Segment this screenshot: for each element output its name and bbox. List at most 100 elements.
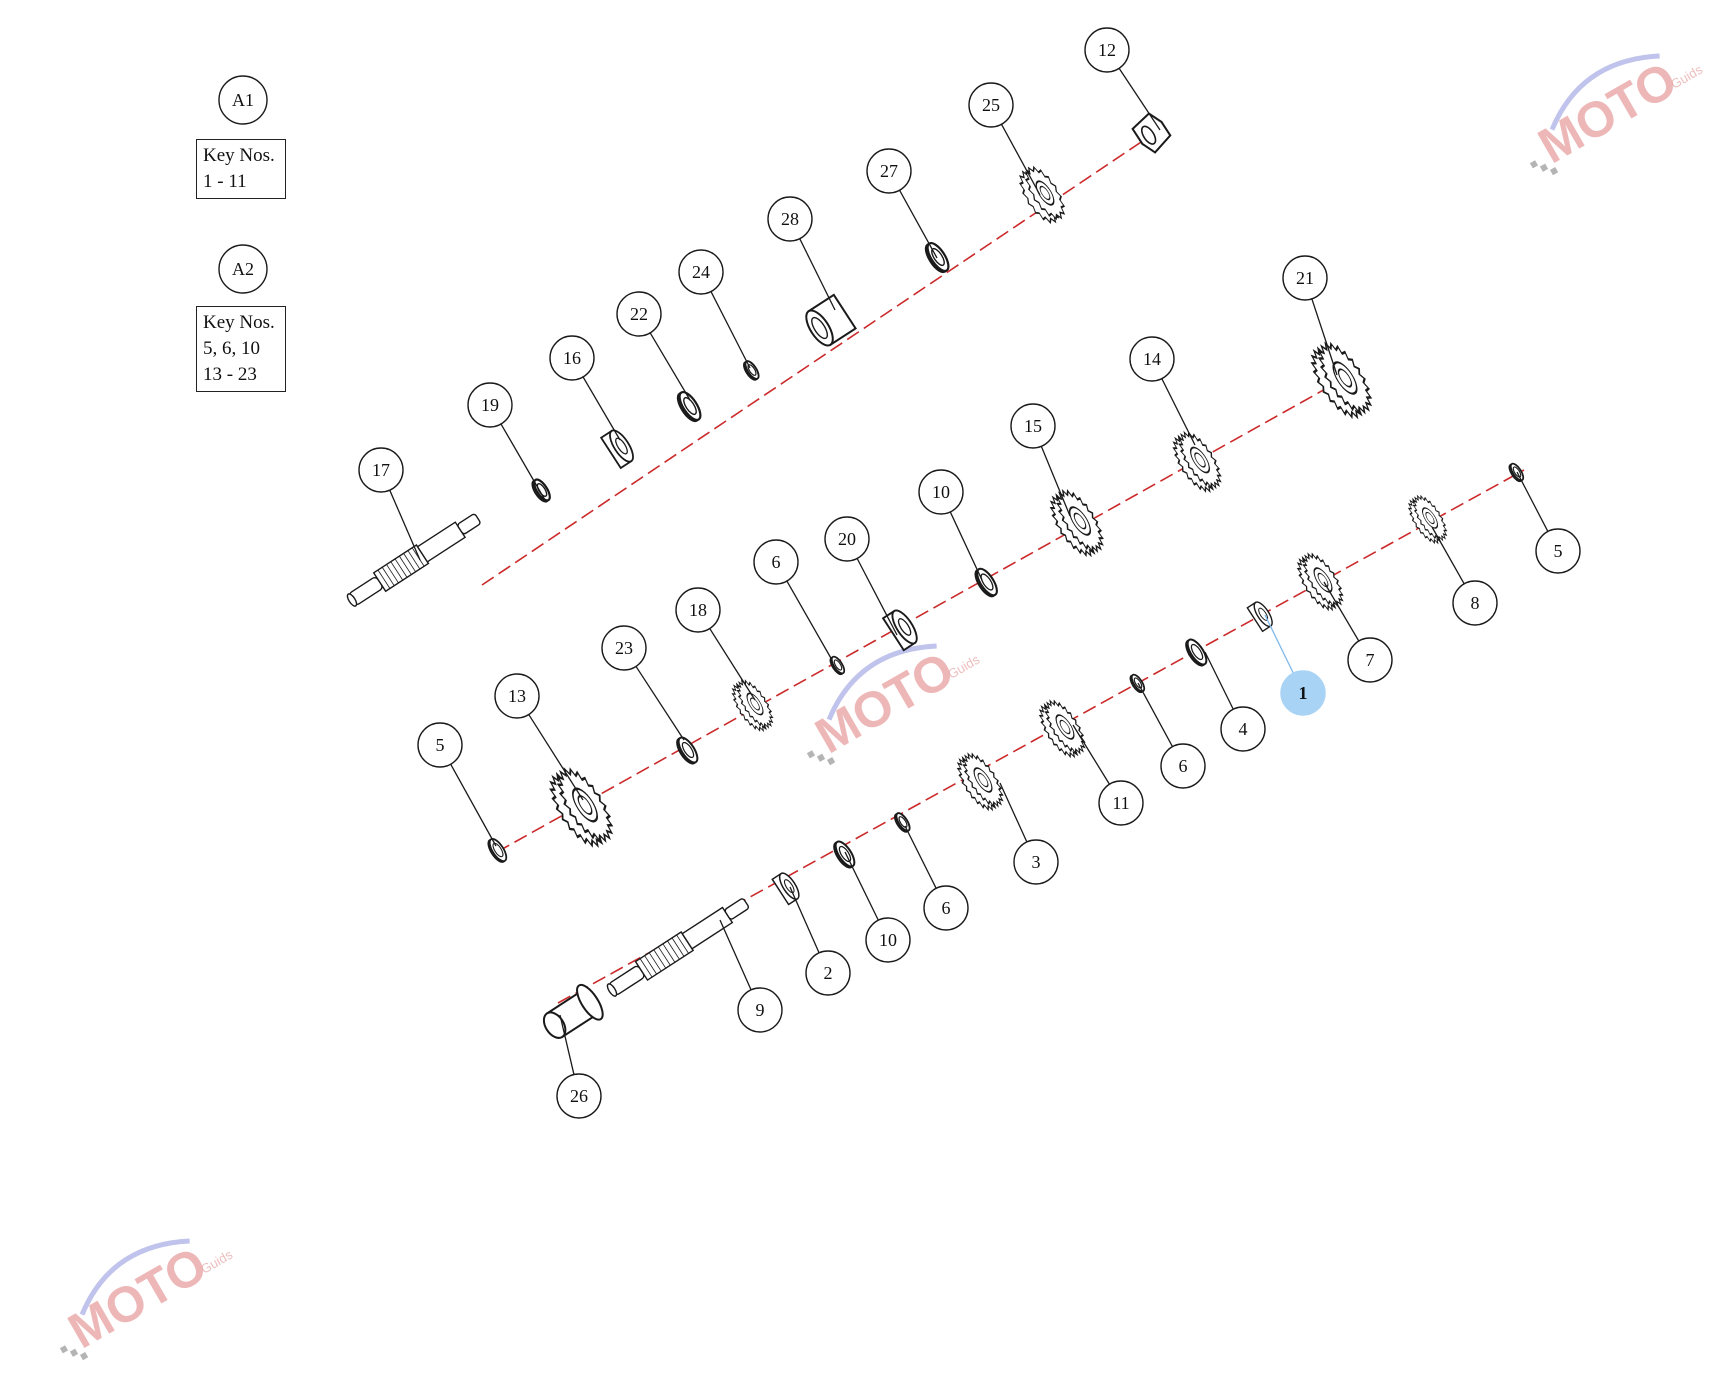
watermark-flag-square [806, 750, 816, 759]
spline-tooth-line [662, 943, 676, 963]
hub-part [881, 609, 918, 652]
callout-10[interactable]: 10 [865, 917, 911, 963]
callout-number: 22 [630, 304, 648, 324]
leader-line [1000, 124, 1041, 196]
callout-17[interactable]: 17 [358, 447, 404, 493]
callout-number: 13 [508, 686, 526, 706]
callout-25[interactable]: 25 [968, 82, 1014, 128]
watermark-flag-square [1539, 163, 1549, 172]
callout-number: 15 [1024, 416, 1042, 436]
watermark-subtext: Guids [1668, 62, 1705, 92]
counter-shaft-9 [606, 898, 750, 997]
callout-circle [805, 950, 851, 996]
callout-number: 3 [1032, 852, 1041, 872]
watermark-swoosh [1549, 53, 1660, 131]
callout-23[interactable]: 23 [601, 625, 647, 671]
key-box-a2: Key Nos. 5, 6, 10 13 - 23 [196, 306, 286, 392]
leader-line [799, 238, 836, 311]
leader-line [450, 763, 497, 847]
callout-circle [824, 516, 870, 562]
gear-part [1049, 488, 1104, 558]
callout-circle [678, 249, 724, 295]
ring-part [743, 360, 760, 381]
callout-21[interactable]: 21 [1282, 255, 1328, 301]
washer-hole [1190, 643, 1204, 661]
callout-5[interactable]: 5 [417, 722, 463, 768]
leader-line [1311, 298, 1338, 376]
callout-24[interactable]: 24 [678, 249, 724, 295]
callout-number: 5 [436, 735, 445, 755]
leader-line [904, 825, 937, 889]
washer-part [974, 567, 998, 598]
gear-spline-hole [977, 772, 989, 788]
gear-part [956, 752, 1004, 812]
callout-16[interactable]: 16 [549, 335, 595, 381]
watermark-subtext: Guids [945, 652, 982, 682]
bushing-part [805, 293, 857, 347]
callout-circle [556, 1073, 602, 1119]
washer-part [833, 840, 856, 869]
hub-bore [897, 618, 912, 636]
callout-19[interactable]: 19 [467, 382, 513, 428]
group-label-a2: A2 [218, 244, 268, 294]
callout-circle [549, 335, 595, 381]
callout-26[interactable]: 26 [556, 1073, 602, 1119]
ring-hole [898, 816, 908, 828]
callout-number: 7 [1366, 650, 1375, 670]
gear-part [1310, 341, 1373, 420]
callout-7[interactable]: 7 [1347, 637, 1393, 683]
hub-bore [615, 437, 628, 455]
key-range: 13 - 23 [203, 364, 257, 385]
key-range: 1 - 11 [203, 171, 247, 192]
spline-tooth-line [644, 955, 657, 975]
callout-number: 19 [481, 395, 499, 415]
washer-part [676, 736, 699, 765]
gear-spline-hole [1194, 452, 1206, 468]
callout-6[interactable]: 6 [923, 885, 969, 931]
callout-18[interactable]: 18 [675, 587, 721, 633]
callout-circle [467, 382, 513, 428]
cup-flange [576, 983, 604, 1021]
main-shaft-17 [346, 513, 481, 607]
callout-28[interactable]: 28 [767, 196, 813, 242]
callout-11[interactable]: 11 [1098, 780, 1144, 826]
callout-9[interactable]: 9 [737, 987, 783, 1033]
group-label-circle [218, 244, 268, 294]
cup-open-face [542, 1011, 567, 1039]
callout-3[interactable]: 3 [1013, 839, 1059, 885]
callout-12[interactable]: 12 [1084, 27, 1130, 73]
callout-20[interactable]: 20 [824, 516, 870, 562]
spline-tooth-line [381, 567, 395, 586]
callout-number: 6 [772, 552, 781, 572]
leader-line [1072, 724, 1111, 785]
callout-circle [923, 885, 969, 931]
callout-1[interactable]: 1 [1280, 670, 1326, 716]
callout-number: 2 [824, 963, 833, 983]
leader-line [559, 1014, 575, 1075]
callout-6[interactable]: 6 [753, 539, 799, 585]
callout-27[interactable]: 27 [866, 148, 912, 194]
callout-number: 26 [570, 1086, 588, 1106]
callout-4[interactable]: 4 [1220, 706, 1266, 752]
callout-2[interactable]: 2 [805, 950, 851, 996]
gear-spline-hole [1039, 185, 1051, 201]
callout-circle [601, 625, 647, 671]
callout-13[interactable]: 13 [494, 673, 540, 719]
callout-10[interactable]: 10 [918, 469, 964, 515]
hub-part [599, 429, 634, 470]
callout-14[interactable]: 14 [1129, 336, 1175, 382]
key-range: 5, 6, 10 [203, 338, 260, 359]
callout-22[interactable]: 22 [616, 291, 662, 337]
callout-number: 8 [1471, 593, 1480, 613]
callout-number: 27 [880, 161, 898, 181]
leader-line [1516, 471, 1549, 532]
leader-line [500, 423, 546, 501]
callout-8[interactable]: 8 [1452, 580, 1498, 626]
callout-6[interactable]: 6 [1160, 743, 1206, 789]
callout-15[interactable]: 15 [1010, 403, 1056, 449]
callout-5[interactable]: 5 [1535, 528, 1581, 574]
callout-circle [358, 447, 404, 493]
bushing-bore [811, 316, 829, 340]
